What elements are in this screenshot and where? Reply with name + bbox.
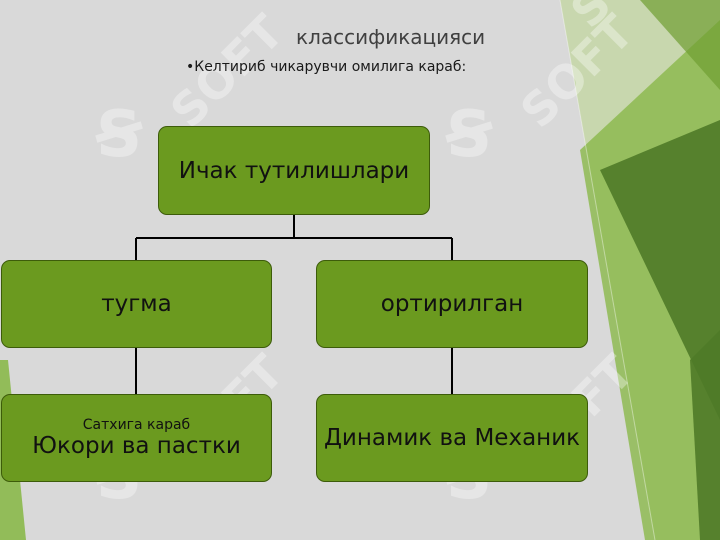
branch-node-label: ортирилган	[380, 291, 524, 317]
slide-subtitle: •Келтириб чикарувчи омилига караб:	[186, 59, 467, 75]
slide-title: классификацияси	[296, 25, 486, 49]
watermark-logo: Ꞩ	[96, 98, 143, 172]
branch-node-congenital: тугма	[1, 260, 272, 348]
watermark-logo: Ꞩ	[446, 98, 493, 172]
leaf-node-label: Динамик ва Механик	[323, 425, 581, 451]
leaf-node-note: Сатхига караб	[82, 417, 191, 433]
leaf-node-level: Сатхига караб Юкори ва пастки	[1, 394, 272, 482]
branch-node-label: тугма	[101, 291, 172, 317]
leaf-node-type: Динамик ва Механик	[316, 394, 588, 482]
leaf-node-label: Юкори ва пастки	[32, 433, 241, 459]
root-node-label: Ичак тутилишлари	[178, 157, 410, 184]
branch-node-acquired: ортирилган	[316, 260, 588, 348]
root-node: Ичак тутилишлари	[158, 126, 430, 215]
